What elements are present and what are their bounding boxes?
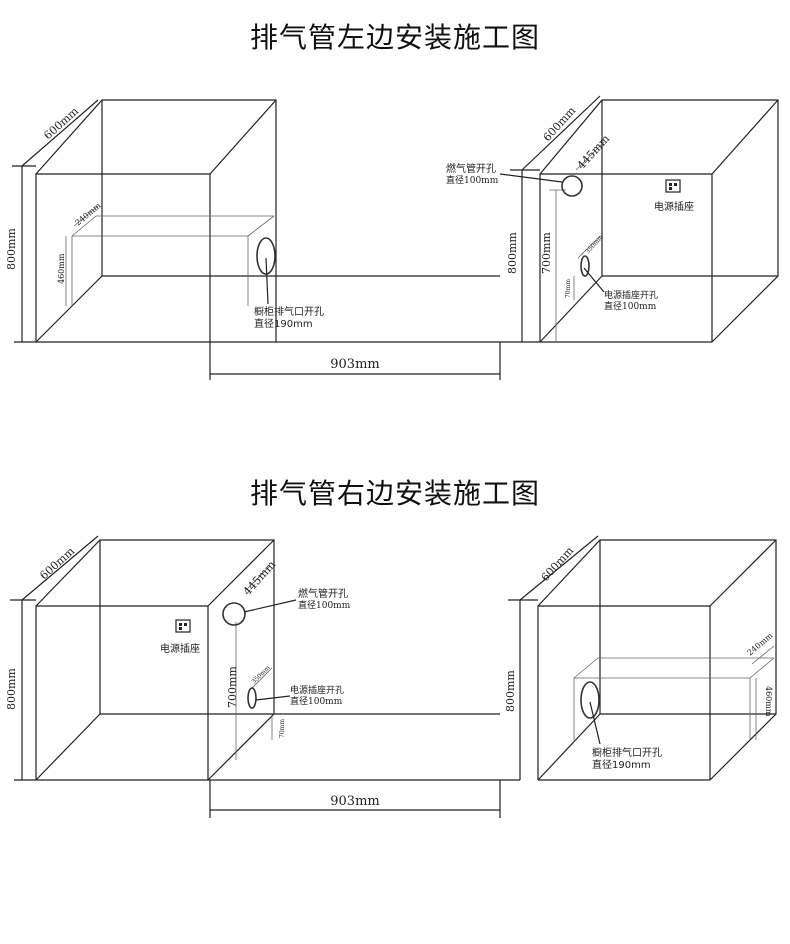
exhaust-diameter-2: 直径190mm [592,758,651,771]
box-depth-label: 240mm [74,201,103,228]
height-label: 800mm [5,228,18,270]
depth-label: 600mm [41,104,81,142]
right-cabinet-frame-2 [537,539,777,781]
box-height-label: 460mm [57,253,66,284]
small-height-label-2: 70mm [279,719,286,738]
gas-diameter: 直径100mm [446,174,499,186]
small-offset-label-2: 350mm [250,664,271,685]
left-cabinet-frame-2 [14,539,520,781]
exhaust-hole-2 [580,681,600,719]
inner-height-label-2: 700mm [226,666,239,708]
depth-label-right-2: 600mm [539,544,577,584]
height-label-2: 800mm [5,668,18,710]
diagram-2: 600mm 800mm 700mm 445mm 350mm 70mm 燃气管开孔… [5,535,777,818]
socket-icon [665,179,681,193]
left-exhaust-box [71,215,276,306]
power-diameter: 直径100mm [604,300,657,312]
socket-label: 电源插座 [654,200,694,213]
gas-offset-label: 445mm [575,132,613,172]
gas-label: 燃气管开孔 [446,162,496,175]
power-hole [580,255,590,277]
socket-label-2: 电源插座 [160,642,200,655]
exhaust-hole [256,237,276,275]
left-cabinet-frame [14,99,540,343]
diagram-1: 600mm 800mm 240mm 460mm 橱柜排气口开孔 直径190mm [5,95,779,380]
diagram-title-right-install: 排气管右边安装施工图 [249,477,540,510]
exhaust-diameter: 直径190mm [254,317,313,330]
power-hole-2 [247,687,257,709]
height-label-right: 800mm [506,232,519,274]
diagram-title-left-install: 排气管左边安装施工图 [249,21,540,54]
gas-diameter-2: 直径100mm [298,599,351,611]
small-height-label: 70mm [565,279,572,298]
socket-icon-2 [175,619,191,633]
depth-label-2: 600mm [37,544,77,582]
inner-height-label: 700mm [540,232,553,274]
exhaust-label-2: 橱柜排气口开孔 [592,746,662,759]
gas-hole [561,175,583,197]
power-label-2: 电源插座开孔 [290,684,344,696]
box-depth-label-2: 240mm [746,631,775,658]
gas-offset-label-2: 445mm [241,558,279,598]
height-label-right-2: 800mm [504,670,517,712]
power-diameter-2: 直径100mm [290,695,343,707]
box-height-label-2: 460mm [764,686,773,717]
width-dim-label: 903mm [330,357,379,372]
width-dim-label-2: 903mm [330,794,379,809]
gas-label-2: 燃气管开孔 [298,587,348,600]
power-label: 电源插座开孔 [604,289,658,301]
depth-label-right: 600mm [541,104,579,144]
right-cabinet-frame [539,99,779,343]
gas-hole-2 [222,602,246,626]
right-exhaust-box [573,645,775,745]
exhaust-label: 橱柜排气口开孔 [254,305,324,318]
